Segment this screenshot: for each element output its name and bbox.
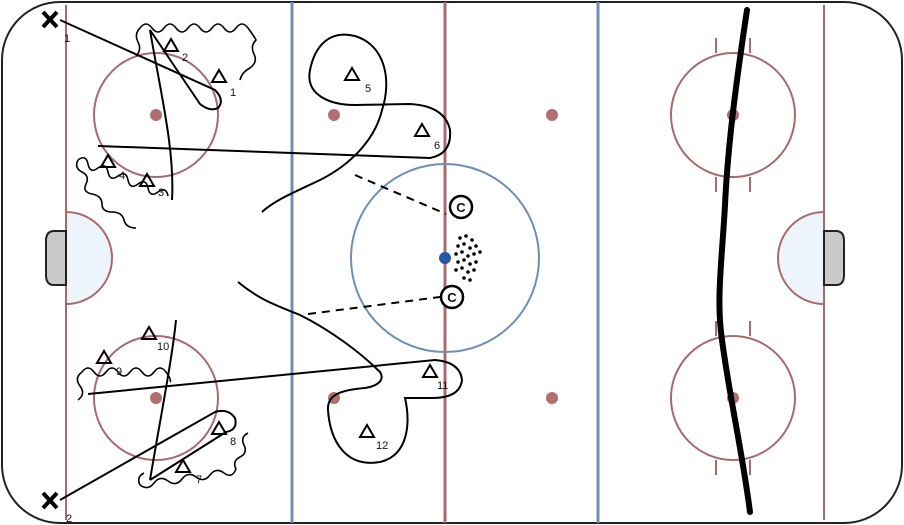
player-label: 8: [230, 436, 236, 448]
shooter-x-icon: [41, 491, 59, 510]
left-goal-crease: [45, 210, 113, 306]
pass-line: [354, 174, 447, 215]
coach-icon: C: [439, 284, 465, 310]
player-triangle-icon: [138, 172, 156, 187]
player-triangle-icon: [413, 122, 431, 137]
player-label: 7: [196, 474, 202, 486]
player-label: 1: [230, 87, 236, 99]
left-top-faceoff-circle: [93, 52, 219, 178]
coach-label: C: [456, 200, 466, 215]
shooter-label: 1: [64, 33, 70, 45]
player-triangle-icon: [174, 458, 192, 473]
player-label: 6: [434, 140, 440, 152]
shooter-label: 2: [66, 513, 72, 525]
neutral-dot: [546, 392, 558, 404]
stickhandling-paths: [75, 23, 257, 489]
player-label: 4: [119, 170, 125, 182]
center-circle: [350, 163, 540, 353]
player-label: 3: [158, 187, 164, 199]
player-triangle-icon: [99, 153, 117, 168]
player-label: 9: [116, 366, 122, 378]
neutral-dot: [546, 109, 558, 121]
coach-icon: C: [448, 194, 474, 220]
player-triangle-icon: [358, 423, 376, 438]
left-bottom-faceoff-circle: [93, 335, 219, 461]
neutral-dot: [328, 109, 340, 121]
player-triangle-icon: [95, 349, 113, 364]
right-goal-crease: [777, 210, 845, 306]
player-label: 12: [376, 440, 388, 452]
player-triangle-icon: [210, 68, 228, 83]
player-triangle-icon: [343, 66, 361, 81]
player-triangle-icon: [421, 363, 439, 378]
player-label: 5: [365, 83, 371, 95]
player-triangles: [95, 37, 439, 473]
coach-label: C: [447, 290, 457, 305]
shooter-x-icon: [41, 10, 59, 29]
player-triangle-icon: [162, 37, 180, 52]
player-triangle-icon: [210, 420, 228, 435]
drill-boundary-line: [716, 7, 753, 515]
puck-pile: [454, 234, 482, 282]
center-faceoff-dot: [439, 252, 451, 264]
player-label: 10: [157, 341, 169, 353]
player-triangle-icon: [140, 325, 158, 340]
player-label: 2: [182, 52, 188, 64]
player-label: 11: [437, 380, 448, 392]
skating-paths: [59, 19, 464, 501]
